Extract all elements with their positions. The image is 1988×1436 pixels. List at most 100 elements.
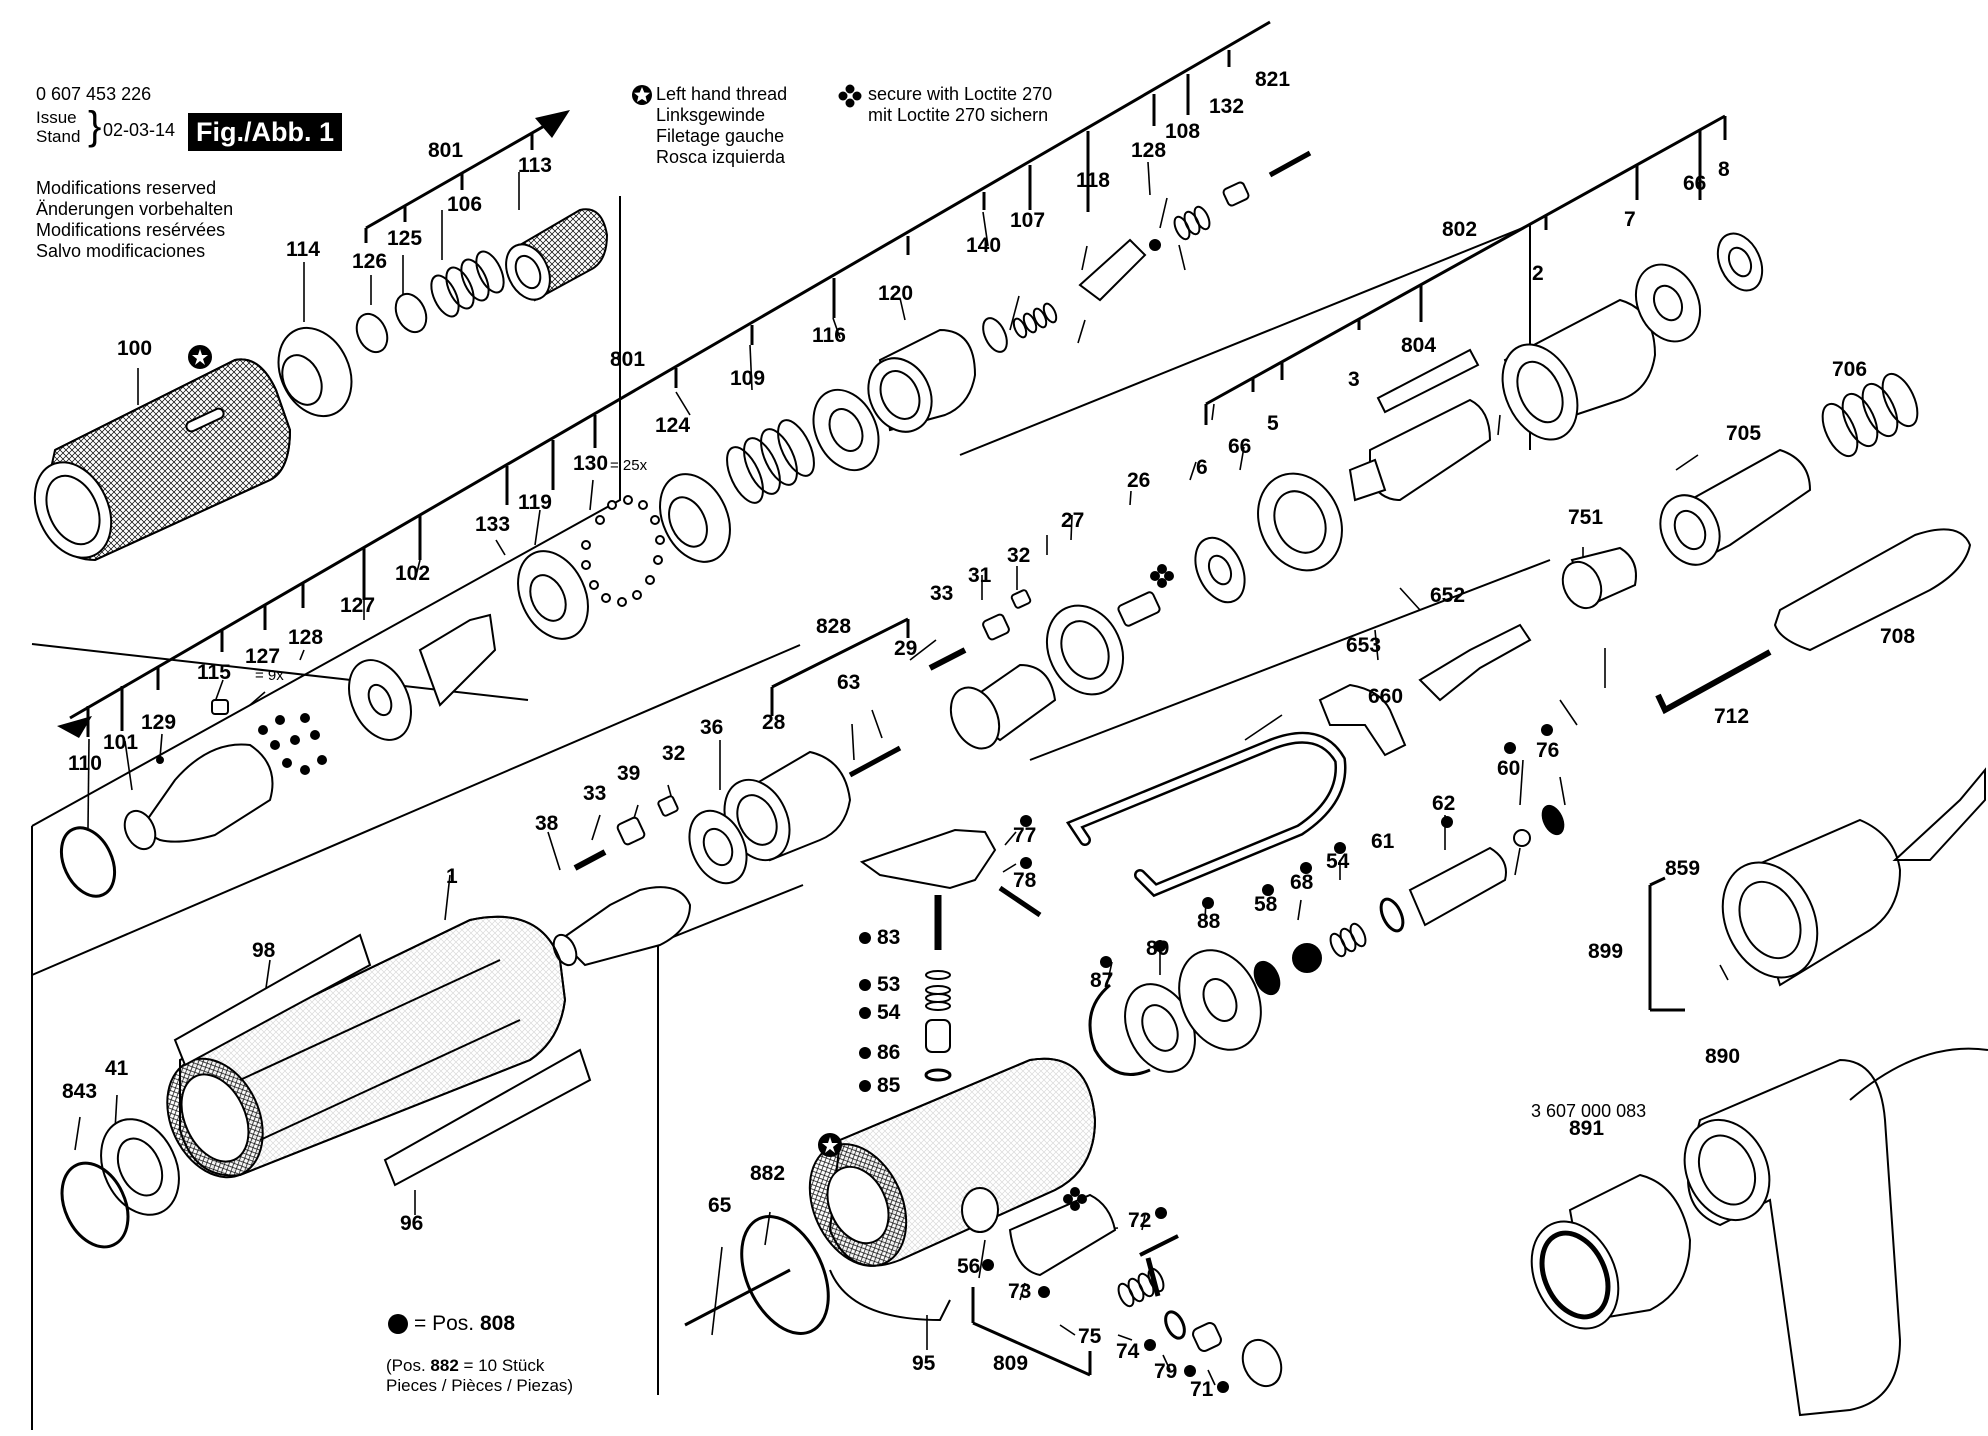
- left-hand-thread-icon: [632, 85, 652, 105]
- part-lower-housing: [808, 1057, 1097, 1267]
- label-33-lower: 33: [583, 782, 606, 805]
- label-132: 132: [1209, 95, 1244, 118]
- part-102-spindle: [348, 613, 497, 741]
- label-108: 108: [1165, 120, 1200, 143]
- part-78-pin: [998, 885, 1042, 918]
- issue-brace: }: [88, 104, 102, 148]
- left-hand-thread-es: Rosca izquierda: [656, 147, 786, 167]
- part-29-carrier: [949, 663, 1057, 750]
- label-113: 113: [518, 154, 552, 177]
- label-101: 101: [103, 731, 138, 754]
- part-107-spring: [1012, 302, 1058, 339]
- part-114-ring: [277, 326, 353, 418]
- left-hand-thread-fr: Filetage gauche: [656, 126, 785, 146]
- label-119: 119: [518, 491, 552, 514]
- label-41: 41: [105, 1057, 129, 1080]
- part-129-pin: [156, 756, 164, 764]
- bullet-dot-icon: [388, 1314, 408, 1334]
- part-653-clip: [1318, 683, 1407, 757]
- label-85: 85: [877, 1074, 901, 1097]
- label-98: 98: [252, 939, 276, 962]
- part-54b-spring: [1329, 922, 1367, 958]
- part-7-endplate: [1634, 263, 1702, 343]
- part-76-ring: [1541, 804, 1565, 836]
- part-88-seat: [1178, 949, 1262, 1051]
- label-54-right: 54: [1326, 850, 1350, 873]
- label-66-lower: 66: [1228, 435, 1251, 458]
- label-120: 120: [878, 282, 913, 305]
- label-128-lower: 128: [288, 626, 323, 649]
- label-828: 828: [816, 615, 851, 638]
- part-71-knob: [1241, 1338, 1283, 1388]
- part-5-endplate: [1257, 472, 1343, 572]
- part-2-cylinder: [1501, 298, 1657, 441]
- label-660: 660: [1368, 685, 1403, 708]
- label-79: 79: [1154, 1360, 1177, 1383]
- label-110: 110: [68, 752, 102, 775]
- part-115-screw: [211, 699, 229, 715]
- part-68-ball: [1292, 943, 1322, 973]
- label-804: 804: [1401, 334, 1436, 357]
- part-652-fitting: [1418, 623, 1532, 702]
- label-32-lower: 32: [662, 742, 685, 765]
- part-821-pin: [1268, 150, 1312, 178]
- index-lines: [69, 20, 1727, 1377]
- part-708-wrench: [1773, 528, 1972, 652]
- pos-882-note: (Pos. 882 = 10 Stück Pieces / Pièces / P…: [386, 1356, 573, 1396]
- part-31-gear: [982, 613, 1010, 641]
- arrows: [57, 110, 570, 738]
- pos-808-note: = Pos. 808: [414, 1313, 515, 1334]
- label-58: 58: [1254, 893, 1278, 916]
- part-106-spring: [430, 250, 505, 318]
- pos-882-line2: Pieces / Pièces / Piezas): [386, 1376, 574, 1395]
- issue-label-en: Issue: [36, 108, 77, 127]
- part-127-balls: [258, 713, 327, 775]
- part-63-pin: [848, 745, 902, 778]
- label-39: 39: [617, 762, 640, 785]
- label-63: 63: [837, 671, 860, 694]
- pos-808-number: 808: [479, 1312, 516, 1335]
- loctite-de: mit Loctite 270 sichern: [868, 105, 1049, 125]
- part-1-housing: [166, 915, 567, 1179]
- part-33b-pin: [573, 849, 607, 871]
- label-53: 53: [877, 973, 900, 996]
- label-88: 88: [1197, 910, 1221, 933]
- part-712-hexkey: [1655, 649, 1772, 715]
- part-859-coupling: [1721, 767, 1986, 987]
- figure-label: Fig./Abb. 1: [188, 113, 342, 151]
- label-68: 68: [1290, 871, 1314, 894]
- label-8: 8: [1718, 158, 1730, 181]
- part-38-spindle: [552, 886, 692, 967]
- left-hand-thread-de: Linksgewinde: [656, 105, 766, 125]
- label-77: 77: [1013, 824, 1036, 847]
- part-126-ring: [355, 312, 389, 354]
- part-32-gear: [1010, 589, 1032, 609]
- label-653: 653: [1346, 634, 1381, 657]
- label-100: 100: [117, 337, 152, 360]
- label-129: 129: [141, 711, 176, 734]
- loctite-marker-73: [1063, 1187, 1087, 1211]
- part-3-rotor: [1348, 398, 1492, 502]
- label-705: 705: [1726, 422, 1761, 445]
- label-809: 809: [993, 1352, 1028, 1375]
- label-890: 890: [1705, 1045, 1740, 1068]
- label-27: 27: [1061, 509, 1084, 532]
- label-54-left: 54: [877, 1001, 901, 1024]
- part-891-cap: [1530, 1173, 1692, 1330]
- label-843: 843: [62, 1080, 97, 1103]
- label-61: 61: [1371, 830, 1395, 853]
- loctite-marker-26: [1150, 564, 1174, 588]
- part-87-ring: [1088, 983, 1151, 1076]
- label-899: 899: [1588, 940, 1623, 963]
- part-125-ring: [394, 292, 428, 334]
- label-652: 652: [1430, 584, 1465, 607]
- part-61-ring: [1379, 897, 1405, 933]
- label-71: 71: [1190, 1378, 1214, 1401]
- part-32b-gear: [657, 795, 679, 817]
- part-72-pin: [1139, 1234, 1179, 1257]
- label-114: 114: [286, 238, 320, 261]
- part-58-ring: [1253, 960, 1281, 996]
- part-85-ring: [924, 1068, 952, 1082]
